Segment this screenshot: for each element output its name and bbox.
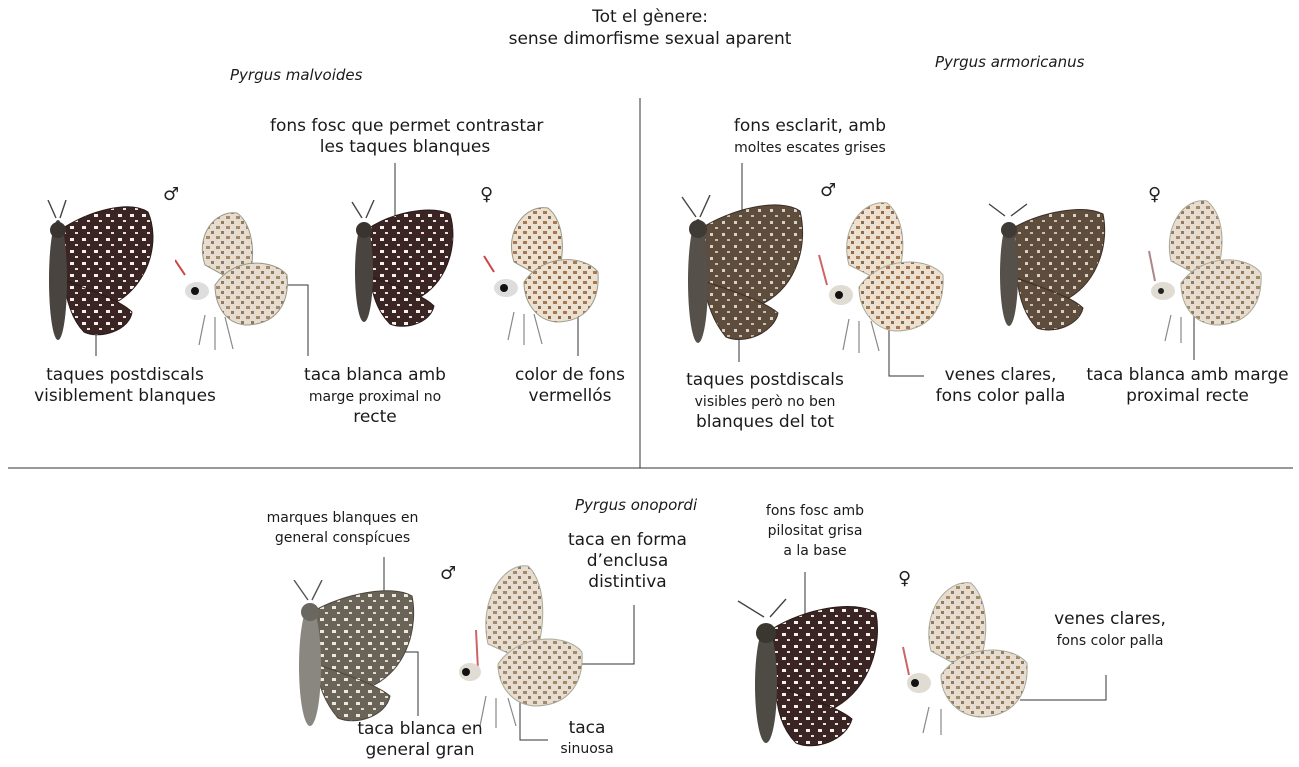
onopordi-female-underside-illustration [895, 575, 1035, 735]
label-arm-postdiscal-2: visibles però no ben [665, 394, 865, 410]
onopordi-male-upperside-illustration [270, 580, 425, 735]
armoricanus-female-upperside-illustration [975, 200, 1110, 345]
malvoides-female-upperside-illustration [330, 200, 460, 350]
label-arm-whitespot-2: proximal recte [1080, 387, 1295, 407]
female-symbol-icon: ♀ [1148, 184, 1161, 205]
label-arm-whitespot-1: taca blanca amb marge [1080, 366, 1295, 386]
label-malv-postdiscal-2: visiblement blanques [30, 387, 220, 407]
label-arm-bg-1: fons esclarit, amb [720, 117, 900, 137]
label-ono-darkhair-1: fons fosc amb [755, 503, 875, 519]
malvoides-male-upperside-illustration [20, 200, 165, 350]
label-ono-veins-1: venes clares, [1040, 610, 1180, 630]
male-symbol-icon: ♂ [163, 184, 179, 205]
label-arm-bg-2: moltes escates grises [720, 140, 900, 156]
label-ono-darkhair-3: a la base [755, 543, 875, 559]
label-ono-marks-2: general conspícues [255, 530, 430, 546]
label-ono-anvil-1: taca en forma [555, 531, 700, 551]
label-ono-anvil-3: distintiva [555, 573, 700, 593]
label-arm-veins-1: venes clares, [928, 366, 1073, 386]
label-malv-color-1: color de fons [500, 366, 640, 386]
label-ono-bigspot-1: taca blanca en [345, 720, 495, 740]
label-malv-whitespot-2: marge proximal no [290, 389, 460, 405]
label-malv-postdiscal-1: taques postdiscals [30, 366, 220, 386]
label-arm-postdiscal-3: blanques del tot [665, 413, 865, 433]
armoricanus-female-underside-illustration [1135, 195, 1270, 345]
label-ono-bigspot-2: general gran [345, 741, 495, 761]
label-ono-darkhair-2: pilositat grisa [755, 523, 875, 539]
label-ono-anvil-2: d’enclusa [555, 552, 700, 572]
armoricanus-male-underside-illustration [815, 195, 950, 355]
label-malv-dark-bg-1: fons fosc que permet contrastar [270, 117, 530, 137]
label-arm-veins-2: fons color palla [928, 387, 1073, 407]
female-symbol-icon: ♀ [898, 568, 911, 589]
label-malv-dark-bg-2: les taques blanques [290, 138, 520, 158]
male-symbol-icon: ♂ [820, 180, 836, 201]
label-malv-whitespot-3: recte [290, 408, 460, 428]
label-malv-whitespot-1: taca blanca amb [290, 366, 460, 386]
armoricanus-male-upperside-illustration [660, 195, 810, 355]
label-ono-marks-1: marques blanques en [255, 510, 430, 526]
male-symbol-icon: ♂ [440, 563, 456, 584]
label-ono-sinuous-1: taca [552, 719, 622, 739]
onopordi-female-upperside-illustration [720, 595, 885, 760]
label-ono-veins-2: fons color palla [1040, 633, 1180, 649]
label-malv-color-2: vermellós [500, 387, 640, 407]
malvoides-female-underside-illustration [482, 200, 607, 350]
malvoides-male-underside-illustration [175, 205, 295, 355]
label-arm-postdiscal-1: taques postdiscals [665, 371, 865, 391]
label-ono-sinuous-2: sinuosa [552, 741, 622, 757]
female-symbol-icon: ♀ [480, 184, 493, 205]
